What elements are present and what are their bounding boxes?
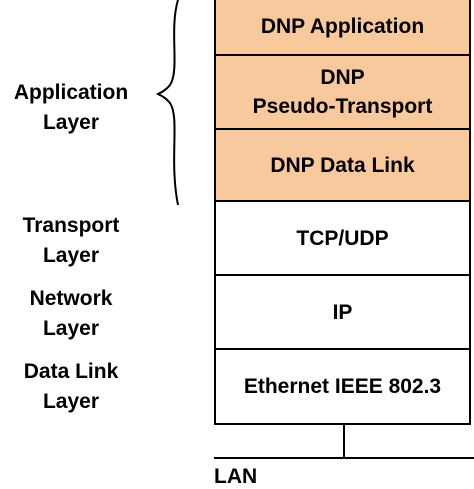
network-layer-label-line-2: Layer bbox=[42, 317, 100, 340]
dnp-pseudo-transport-box: DNP Pseudo-Transport bbox=[214, 54, 471, 130]
network-layer-label-line-1: Network bbox=[29, 287, 113, 310]
dnp-application-text: DNP Application bbox=[260, 14, 425, 38]
lan-bus-line bbox=[214, 457, 474, 459]
datalink-layer-label-line-1: Data Link bbox=[23, 360, 119, 383]
ethernet-box: Ethernet IEEE 802.3 bbox=[214, 348, 471, 425]
dnp-data-link-box: DNP Data Link bbox=[214, 128, 471, 202]
transport-layer-label-line-1: Transport bbox=[22, 214, 120, 237]
datalink-layer-label: Data Link Layer bbox=[0, 357, 142, 417]
tcp-udp-box: TCP/UDP bbox=[214, 200, 471, 276]
application-layer-label: Application Layer bbox=[0, 78, 142, 138]
network-layer-label: Network Layer bbox=[0, 284, 142, 344]
ip-text: IP bbox=[332, 300, 353, 324]
dnp-data-link-text: DNP Data Link bbox=[270, 153, 415, 177]
curly-brace-icon bbox=[155, 0, 179, 206]
datalink-layer-label-line-2: Layer bbox=[42, 390, 100, 413]
application-layer-label-line-1: Application bbox=[13, 81, 129, 104]
dnp-application-box: DNP Application bbox=[214, 0, 471, 56]
application-layer-label-line-2: Layer bbox=[42, 111, 100, 134]
transport-layer-label-line-2: Layer bbox=[42, 244, 100, 267]
ethernet-text: Ethernet IEEE 802.3 bbox=[243, 375, 442, 398]
dnp-pseudo-transport-text-line-1: DNP bbox=[320, 66, 365, 89]
lan-label: LAN bbox=[214, 465, 258, 488]
tcp-udp-text: TCP/UDP bbox=[296, 226, 389, 250]
transport-layer-label: Transport Layer bbox=[0, 211, 142, 271]
dnp-pseudo-transport-text-line-2: Pseudo-Transport bbox=[252, 95, 433, 118]
lan-connector-line bbox=[343, 423, 345, 459]
ip-box: IP bbox=[214, 274, 471, 350]
